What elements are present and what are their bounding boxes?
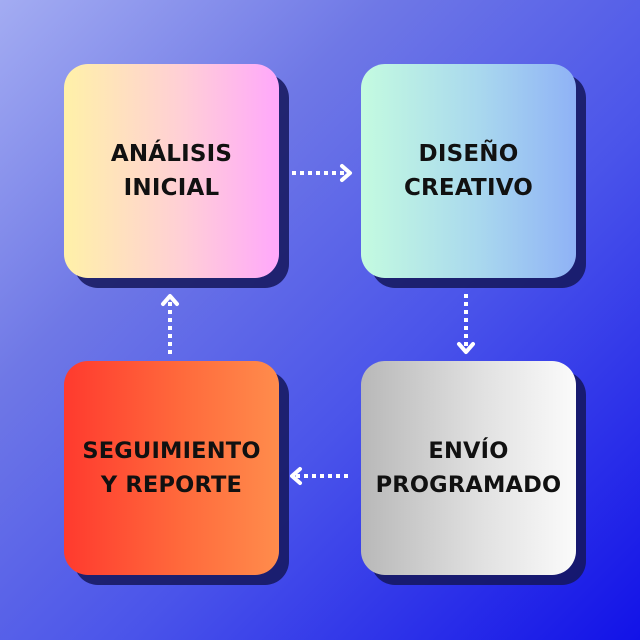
- step-seguimiento-y-reporte: SEGUIMIENTO Y REPORTE: [64, 361, 289, 585]
- step-label-line2: Y REPORTE: [100, 472, 243, 498]
- step-card: SEGUIMIENTO Y REPORTE: [64, 361, 279, 575]
- step-label-line2: CREATIVO: [403, 175, 534, 201]
- step-label: ANÁLISIS INICIAL: [111, 137, 232, 205]
- arrow-down-icon: [456, 292, 476, 358]
- step-label-line1: SEGUIMIENTO: [82, 438, 261, 464]
- step-label-line2: PROGRAMADO: [375, 472, 562, 498]
- step-analisis-inicial: ANÁLISIS INICIAL: [64, 64, 289, 288]
- step-label-line1: DISEÑO: [418, 141, 519, 167]
- step-label: SEGUIMIENTO Y REPORTE: [82, 434, 260, 502]
- step-label-line1: ANÁLISIS: [110, 141, 233, 167]
- step-card: ENVÍO PROGRAMADO: [361, 361, 576, 575]
- step-label: ENVÍO PROGRAMADO: [376, 434, 562, 502]
- step-label-line1: ENVÍO: [428, 438, 509, 464]
- step-card: DISEÑO CREATIVO: [361, 64, 576, 278]
- arrow-right-icon: [290, 163, 356, 183]
- step-card: ANÁLISIS INICIAL: [64, 64, 279, 278]
- arrow-up-icon: [160, 290, 180, 356]
- arrow-left-icon: [286, 466, 352, 486]
- step-label: DISEÑO CREATIVO: [404, 137, 533, 205]
- step-label-line2: INICIAL: [123, 175, 220, 201]
- step-envio-programado: ENVÍO PROGRAMADO: [361, 361, 586, 585]
- step-diseno-creativo: DISEÑO CREATIVO: [361, 64, 586, 288]
